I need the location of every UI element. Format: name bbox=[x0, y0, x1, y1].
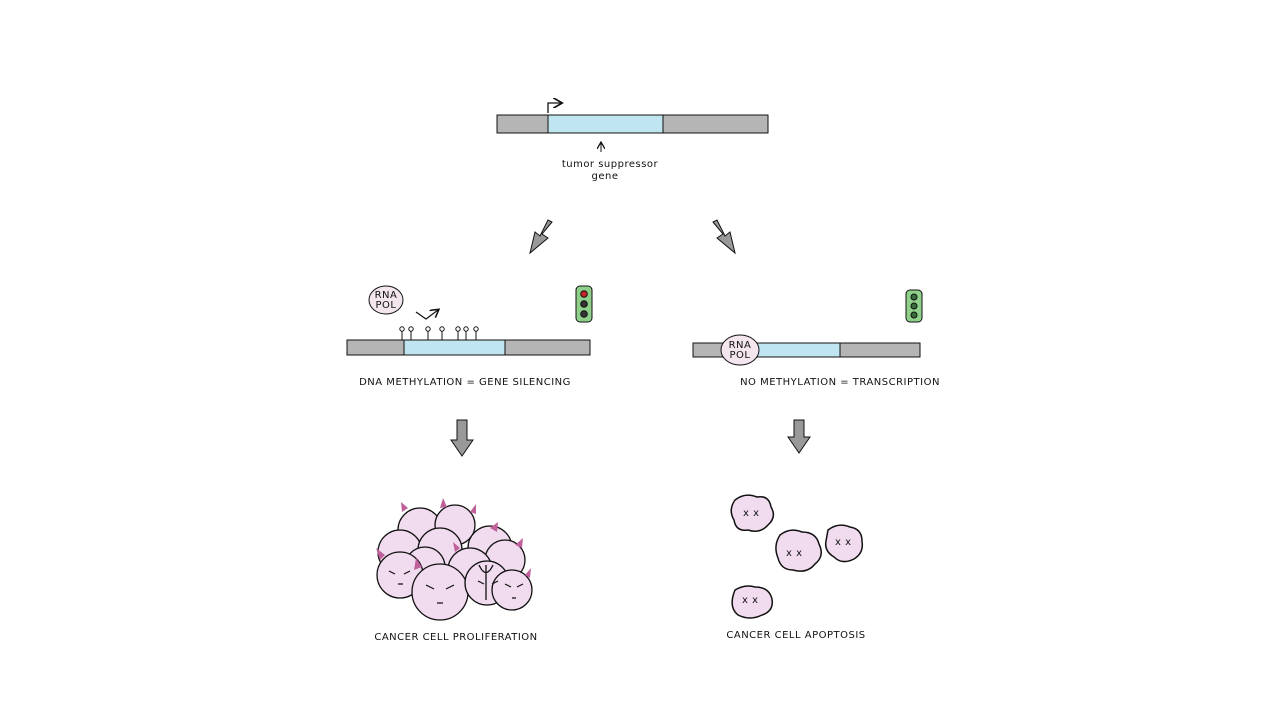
rna-pol-text-1: RNA bbox=[729, 340, 752, 351]
gene-label-line2: gene bbox=[592, 171, 619, 182]
gene-label-line1: tumor suppressor bbox=[562, 159, 659, 170]
arrow-down-left-icon bbox=[450, 419, 474, 457]
right-outcome-label: CANCER CELL APOPTOSIS bbox=[726, 630, 865, 641]
blocked-transcription-arrow-icon bbox=[415, 310, 438, 320]
methylated-gene-bar bbox=[346, 339, 591, 356]
proliferating-cancer-cells bbox=[376, 498, 533, 621]
tumor-suppressor-gene-bar bbox=[496, 103, 769, 134]
x-eyes-icon: x x bbox=[743, 508, 760, 519]
rna-pol-text-2: POL bbox=[730, 350, 751, 361]
arrow-left-branch-icon bbox=[529, 219, 553, 255]
right-caption: NO METHYLATION = TRANSCRIPTION bbox=[740, 377, 940, 388]
left-caption: DNA METHYLATION = GENE SILENCING bbox=[359, 377, 571, 388]
x-eyes-icon: x x bbox=[835, 537, 852, 548]
rna-pol-text-2: POL bbox=[376, 300, 397, 311]
left-outcome-label: CANCER CELL PROLIFERATION bbox=[374, 632, 537, 643]
apoptotic-cancer-cells: x x x x x x x x bbox=[730, 494, 864, 619]
traffic-light-green-icon bbox=[905, 289, 923, 323]
arrow-right-branch-icon bbox=[712, 219, 736, 255]
rna-polymerase-left bbox=[368, 285, 404, 315]
traffic-light-red-icon bbox=[575, 285, 593, 323]
unmethylated-gene-bar bbox=[692, 342, 921, 358]
x-eyes-icon: x x bbox=[786, 548, 803, 559]
x-eyes-icon: x x bbox=[742, 595, 759, 606]
methyl-groups bbox=[399, 326, 479, 340]
promoter-arrow-icon bbox=[547, 103, 561, 113]
rna-polymerase-right bbox=[720, 334, 760, 366]
rna-pol-text-1: RNA bbox=[375, 290, 398, 301]
arrow-down-right-icon bbox=[787, 419, 811, 454]
